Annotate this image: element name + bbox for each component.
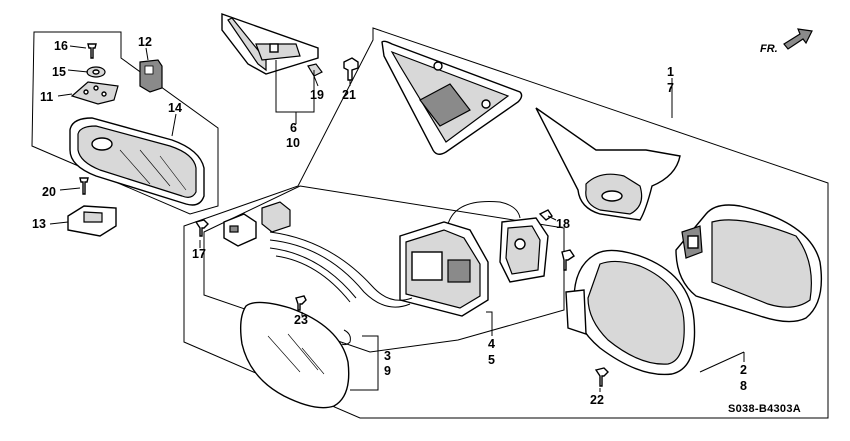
drawing-code: S038-B4303A [728,403,801,415]
callout-10: 10 [286,136,300,150]
callout-7: 7 [667,81,674,95]
callout-4: 4 [488,337,495,351]
inner-rearview-mirror [69,117,205,206]
actuator-subgroup-outline [203,185,565,353]
actuator-motor-4-5 [399,221,489,317]
mirror-base-plate [381,40,523,155]
callout-6: 6 [290,121,297,135]
inner-mirror-outline [31,31,219,215]
connector-cube [261,201,291,233]
callout-23: 23 [294,313,308,327]
wire-harness [269,200,521,308]
callout-14: 14 [168,101,182,115]
clip-19 [307,63,323,77]
inner-garnish-6-10 [221,13,319,75]
front-direction-indicator: FR. [760,28,813,55]
callout-11: 11 [40,90,53,104]
mount-bolt [561,249,575,271]
mirror-foot-arm [535,107,681,221]
callout-18: 18 [556,217,570,231]
front-direction-label: FR. [760,43,778,55]
mirror-housing [565,249,696,376]
callout-1: 1 [667,65,674,79]
actuator-unit-right [499,217,549,283]
housing-cover-2-8 [675,204,823,323]
screw-16 [87,43,97,59]
leader-lines [49,45,745,392]
screw-18 [538,209,553,221]
base-cover-13 [67,205,117,237]
retaining-clip [341,329,351,346]
screw-23 [295,295,307,311]
callout-15: 15 [52,65,66,79]
callout-9: 9 [384,364,391,378]
callout-22: 22 [590,393,604,407]
front-arrow-icon [783,28,813,50]
callout-8: 8 [740,379,747,393]
callout-21: 21 [342,88,356,102]
callout-19: 19 [310,88,324,102]
callout-12: 12 [138,35,152,49]
connector-17 [223,213,257,247]
screw-17 [194,219,209,237]
cover-clip-12 [139,59,163,93]
screw-22 [594,367,609,387]
main-assembly-outline [183,27,829,419]
callout-20: 20 [42,185,56,199]
bolt-21 [343,57,359,81]
screw-20 [79,177,89,195]
callout-labels: 16 15 11 12 14 20 13 6 10 19 21 1 7 17 1… [32,35,747,407]
mirror-glass-3-9 [239,301,350,409]
callout-5: 5 [488,353,495,367]
mount-plate-11 [70,81,119,105]
callout-16: 16 [54,39,68,53]
callout-17: 17 [192,247,206,261]
washer-15 [86,66,106,78]
callout-3: 3 [384,349,391,363]
callout-13: 13 [32,217,46,231]
callout-2: 2 [740,363,747,377]
